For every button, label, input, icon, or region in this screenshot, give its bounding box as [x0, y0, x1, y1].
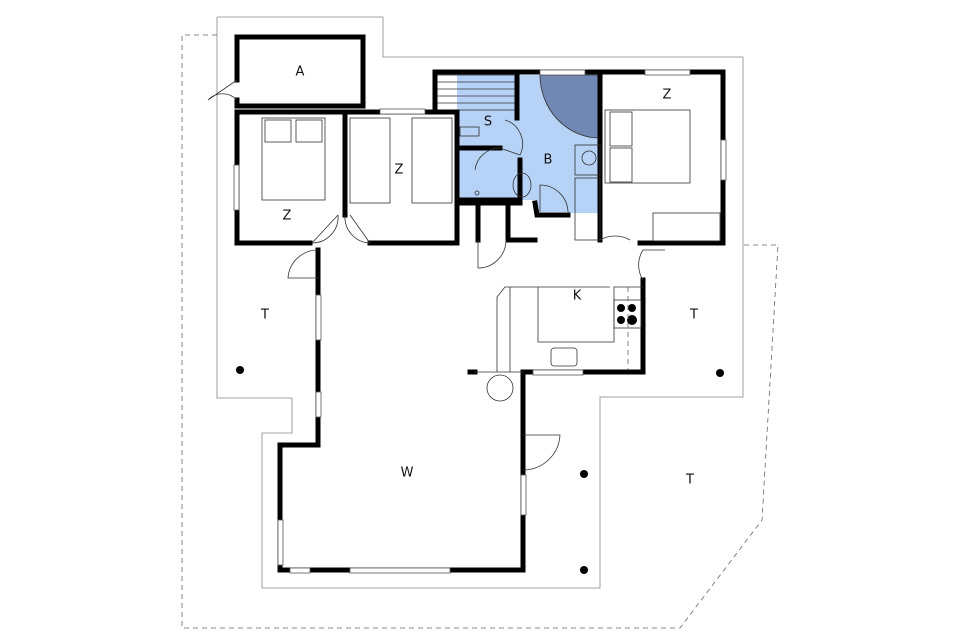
windows — [233, 69, 727, 574]
terrace-posts — [236, 366, 724, 574]
room-label-bedroom-middle: Z — [395, 163, 404, 178]
room-label-bedroom-west: Z — [283, 209, 292, 224]
room-label-kitchen: K — [573, 289, 582, 304]
doors — [207, 79, 665, 471]
room-label-terrace-west: T — [260, 308, 269, 323]
room-label-bathroom: B — [544, 153, 553, 168]
room-label-terrace-south: T — [685, 473, 694, 488]
room-label-storage: A — [296, 65, 305, 80]
room-label-sauna: S — [484, 115, 492, 130]
room-label-living: W — [401, 466, 414, 481]
terrain-outline — [216, 16, 744, 589]
room-label-terrace-east: T — [689, 308, 698, 323]
room-label-bedroom-east: Z — [663, 88, 672, 103]
plot-boundary — [181, 34, 779, 629]
furniture — [261, 109, 721, 402]
